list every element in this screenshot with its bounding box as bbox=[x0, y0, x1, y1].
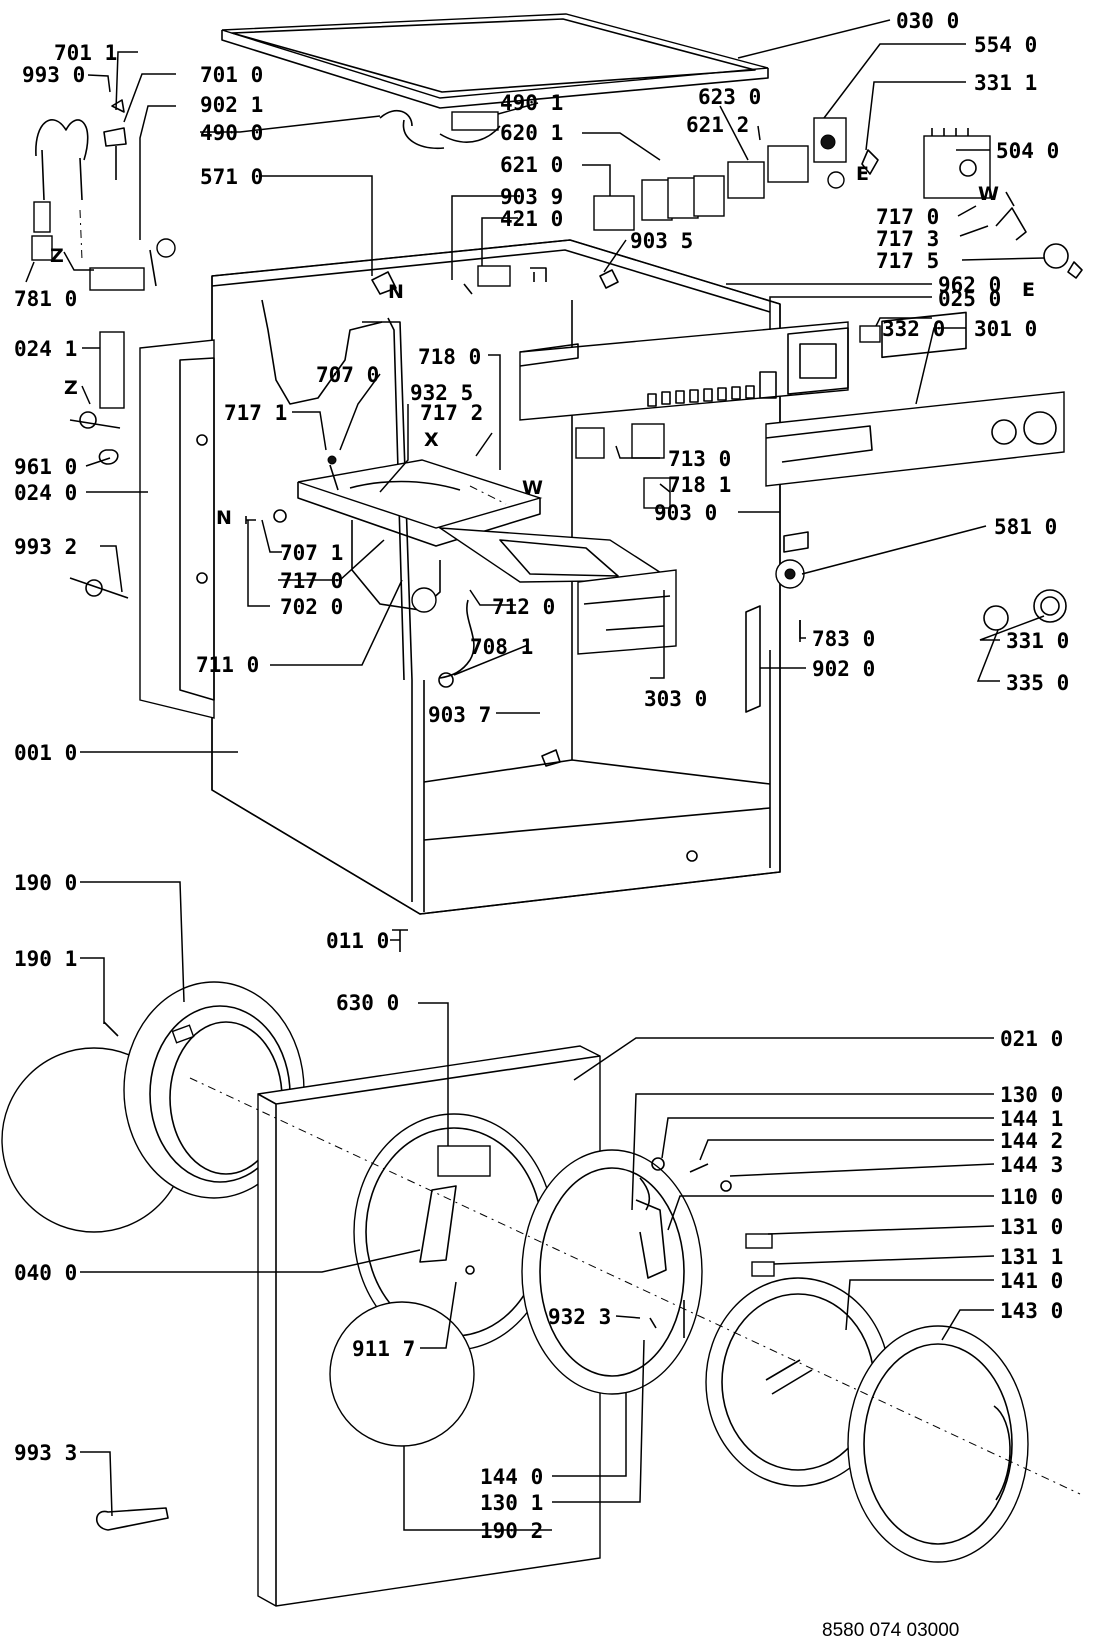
part-label: 712 0 bbox=[492, 595, 555, 619]
part-label: 490 1 bbox=[500, 91, 563, 115]
door-frame-drawing bbox=[521, 1149, 775, 1395]
electronic-parts-drawing bbox=[593, 117, 1083, 279]
part-label: 903 0 bbox=[654, 501, 717, 525]
part-label: 131 0 bbox=[1000, 1215, 1063, 1239]
part-label: 301 0 bbox=[974, 317, 1037, 341]
part-label: 701 0 bbox=[200, 63, 263, 87]
marker-letter: Z bbox=[50, 245, 64, 267]
marker-letter: N bbox=[216, 507, 232, 529]
part-label: 707 0 bbox=[316, 363, 379, 387]
leader-lines bbox=[25, 19, 1045, 1531]
part-label: 144 3 bbox=[1000, 1153, 1063, 1177]
part-label: 131 1 bbox=[1000, 1245, 1063, 1269]
part-drawings bbox=[1, 13, 1083, 1607]
part-label: 717 5 bbox=[876, 249, 939, 273]
part-label: 571 0 bbox=[200, 165, 263, 189]
part-label: 711 0 bbox=[196, 653, 259, 677]
part-label: 932 5 bbox=[410, 381, 473, 405]
part-label: 332 0 bbox=[882, 317, 945, 341]
part-label: 993 3 bbox=[14, 1441, 77, 1465]
part-label: 717 0 bbox=[280, 569, 343, 593]
part-label: 554 0 bbox=[974, 33, 1037, 57]
part-label: 331 0 bbox=[1006, 629, 1069, 653]
front-plate-drawing bbox=[257, 1045, 601, 1607]
part-label: 190 0 bbox=[14, 871, 77, 895]
part-label: 001 0 bbox=[14, 741, 77, 765]
part-label: 190 1 bbox=[14, 947, 77, 971]
part-label: 903 7 bbox=[428, 703, 491, 727]
part-label: 421 0 bbox=[500, 207, 563, 231]
part-label: 718 0 bbox=[418, 345, 481, 369]
marker-letter: E bbox=[856, 163, 869, 185]
drawing-code: 8580 074 03000 bbox=[822, 1620, 959, 1641]
part-label: 620 1 bbox=[500, 121, 563, 145]
part-label: 143 0 bbox=[1000, 1299, 1063, 1323]
part-label: 021 0 bbox=[1000, 1027, 1063, 1051]
part-label: 903 9 bbox=[500, 185, 563, 209]
part-label: 902 0 bbox=[812, 657, 875, 681]
letter-markers: N E W E Z Z X W N bbox=[50, 163, 1035, 529]
part-label: 504 0 bbox=[996, 139, 1059, 163]
front-panel-drawing bbox=[765, 311, 1065, 487]
part-label: 024 1 bbox=[14, 337, 77, 361]
marker-letter: W bbox=[978, 183, 999, 205]
part-label: 702 0 bbox=[280, 595, 343, 619]
inlet-hose-drawing bbox=[31, 99, 176, 599]
part-label: 130 0 bbox=[1000, 1083, 1063, 1107]
part-label: 932 3 bbox=[548, 1305, 611, 1329]
part-label: 993 2 bbox=[14, 535, 77, 559]
part-label: 110 0 bbox=[1000, 1185, 1063, 1209]
part-label: 030 0 bbox=[896, 9, 959, 33]
part-label: 781 0 bbox=[14, 287, 77, 311]
part-labels: 701 1 993 0 701 0 902 1 490 0 490 1 620 … bbox=[14, 9, 1069, 1543]
door-glass-drawing bbox=[189, 1077, 1081, 1563]
part-label: 303 0 bbox=[644, 687, 707, 711]
part-label: 621 0 bbox=[500, 153, 563, 177]
part-label: 011 0 bbox=[326, 929, 389, 953]
marker-letter: W bbox=[522, 477, 543, 499]
part-label: 040 0 bbox=[14, 1261, 77, 1285]
part-label: 630 0 bbox=[336, 991, 399, 1015]
part-label: 903 5 bbox=[630, 229, 693, 253]
part-label: 190 2 bbox=[480, 1519, 543, 1543]
part-label: 490 0 bbox=[200, 121, 263, 145]
marker-letter: E bbox=[1022, 279, 1035, 301]
top-cover-drawing bbox=[221, 13, 769, 109]
part-label: 783 0 bbox=[812, 627, 875, 651]
part-label: 025 0 bbox=[938, 287, 1001, 311]
part-label: 708 1 bbox=[470, 635, 533, 659]
part-label: 621 2 bbox=[686, 113, 749, 137]
part-label: 144 2 bbox=[1000, 1129, 1063, 1153]
part-label: 961 0 bbox=[14, 455, 77, 479]
part-label: 707 1 bbox=[280, 541, 343, 565]
marker-letter: X bbox=[424, 429, 439, 451]
part-label: 144 1 bbox=[1000, 1107, 1063, 1131]
control-frame-drawing bbox=[519, 321, 849, 421]
part-label: 902 1 bbox=[200, 93, 263, 117]
dispenser-drawing bbox=[297, 455, 677, 688]
part-label: 717 0 bbox=[876, 205, 939, 229]
part-label: 962 0 bbox=[938, 273, 1001, 297]
part-label: 993 0 bbox=[22, 63, 85, 87]
part-label: 024 0 bbox=[14, 481, 77, 505]
part-label: 717 3 bbox=[876, 227, 939, 251]
part-label: 911 7 bbox=[352, 1337, 415, 1361]
part-label: 701 1 bbox=[54, 41, 117, 65]
part-label: 623 0 bbox=[698, 85, 761, 109]
marker-letter: Z bbox=[64, 377, 78, 399]
part-label: 717 2 bbox=[420, 401, 483, 425]
part-label: 141 0 bbox=[1000, 1269, 1063, 1293]
part-label: 335 0 bbox=[1006, 671, 1069, 695]
part-label: 717 1 bbox=[224, 401, 287, 425]
small-parts-drawing bbox=[245, 109, 1067, 952]
marker-letter: N bbox=[388, 281, 404, 303]
part-label: 144 0 bbox=[480, 1465, 543, 1489]
part-label: 331 1 bbox=[974, 71, 1037, 95]
part-label: 713 0 bbox=[668, 447, 731, 471]
tool-drawing bbox=[95, 1507, 169, 1531]
part-label: 130 1 bbox=[480, 1491, 543, 1515]
part-label: 718 1 bbox=[668, 473, 731, 497]
part-label: 581 0 bbox=[994, 515, 1057, 539]
